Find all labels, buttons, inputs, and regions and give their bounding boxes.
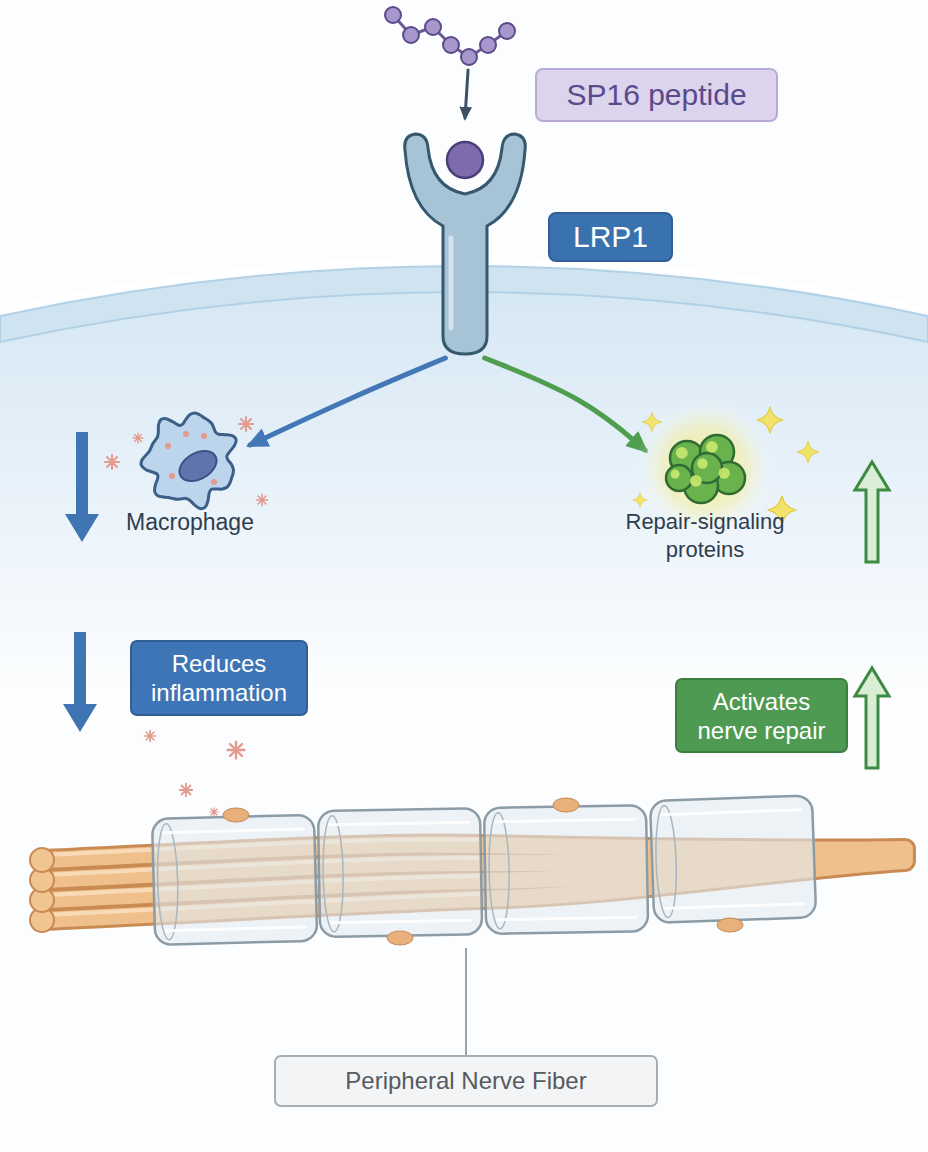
schwann-nucleus <box>387 931 413 945</box>
spark <box>105 455 119 469</box>
schwann-nuclei <box>223 798 743 945</box>
sheath-layer <box>328 822 472 922</box>
amino-acid <box>403 27 419 43</box>
sheath <box>650 795 816 923</box>
signal-arrow <box>485 358 645 450</box>
effect-box: Reduces inflammation <box>130 640 308 716</box>
myelin-segment <box>650 795 816 923</box>
receptor-body <box>405 134 526 354</box>
leader-line <box>465 948 467 1055</box>
part-label-box: Peripheral Nerve Fiber <box>274 1055 658 1107</box>
sheath-edge <box>156 823 179 939</box>
protein-highlight <box>690 475 702 487</box>
decrease-arrow <box>65 432 99 542</box>
bound-peptide <box>447 142 483 178</box>
receptor-label: LRP1 <box>548 212 673 262</box>
spark <box>180 784 193 797</box>
effect-label: Activates nerve repair <box>685 687 838 745</box>
sparkle <box>797 441 819 463</box>
spark <box>256 494 267 505</box>
decrease-arrow <box>63 632 97 732</box>
schwann-nucleus <box>553 798 579 812</box>
amino-acid <box>443 37 459 53</box>
sheath <box>152 815 317 945</box>
signal-arrow <box>250 358 445 445</box>
amino-acid <box>499 23 515 39</box>
signal-arrow <box>465 70 468 118</box>
nucleus <box>174 445 222 488</box>
spark <box>228 742 245 759</box>
sheath <box>484 805 648 934</box>
spark <box>133 433 143 443</box>
schwann-nucleus <box>717 918 743 932</box>
protein-highlight <box>719 468 730 479</box>
effect-label: Reduces inflammation <box>140 649 298 707</box>
cell-label: Macrophage <box>90 508 290 536</box>
inflammation-sparks <box>105 417 268 816</box>
part-label: Peripheral Nerve Fiber <box>345 1067 586 1095</box>
protein-cluster: Repair-signaling proteins <box>645 418 765 518</box>
cell-membrane-outline <box>141 413 236 509</box>
spark <box>239 417 253 431</box>
protein-label: Repair-signaling proteins <box>600 508 810 564</box>
granule <box>165 443 171 449</box>
protein-highlight <box>706 441 718 453</box>
macrophage-cell: Macrophage <box>130 410 250 510</box>
amino-acid <box>425 19 441 35</box>
peptide-molecule-shape <box>383 5 518 70</box>
granule <box>169 473 175 479</box>
granule <box>211 479 217 485</box>
protein-cluster-shape <box>645 418 765 518</box>
myelin-sheaths <box>152 795 816 945</box>
receptor: LRP1 <box>395 118 535 358</box>
spark <box>144 730 155 741</box>
sheath-edge <box>322 816 344 932</box>
sheath-layer <box>494 819 638 919</box>
macrophage-cell-shape <box>130 410 250 510</box>
protein-highlight <box>676 447 688 459</box>
protein-subunit <box>666 465 692 491</box>
myelin-segment <box>152 815 317 945</box>
amino-acid <box>385 7 401 23</box>
receptor-shape <box>395 118 535 358</box>
peptide-label: SP16 peptide <box>535 68 778 122</box>
amino-acid <box>461 49 477 65</box>
increase-arrow <box>855 668 889 768</box>
peptide-molecule: SP16 peptide <box>383 5 518 70</box>
myelin-segment <box>318 808 482 937</box>
granule <box>183 431 189 437</box>
axon-ends <box>30 848 54 932</box>
sheath <box>318 808 482 937</box>
sheath-edge <box>654 805 678 918</box>
protein-highlight <box>671 470 680 479</box>
effect-box: Activates nerve repair <box>675 678 848 753</box>
axon-cross-section <box>30 848 54 872</box>
amino-acid <box>480 37 496 53</box>
peptide-bond <box>393 15 507 57</box>
macrophage-shape <box>141 413 236 509</box>
sheath-layer <box>162 829 307 931</box>
spark <box>210 808 218 816</box>
protein-highlight <box>697 458 708 469</box>
receptor-shine <box>449 238 454 328</box>
granule <box>201 433 207 439</box>
sheath-edge <box>488 813 510 929</box>
sheath-layer <box>660 810 805 909</box>
increase-arrow <box>855 462 889 562</box>
schwann-nucleus <box>223 808 249 822</box>
myelin-segment <box>484 805 648 934</box>
